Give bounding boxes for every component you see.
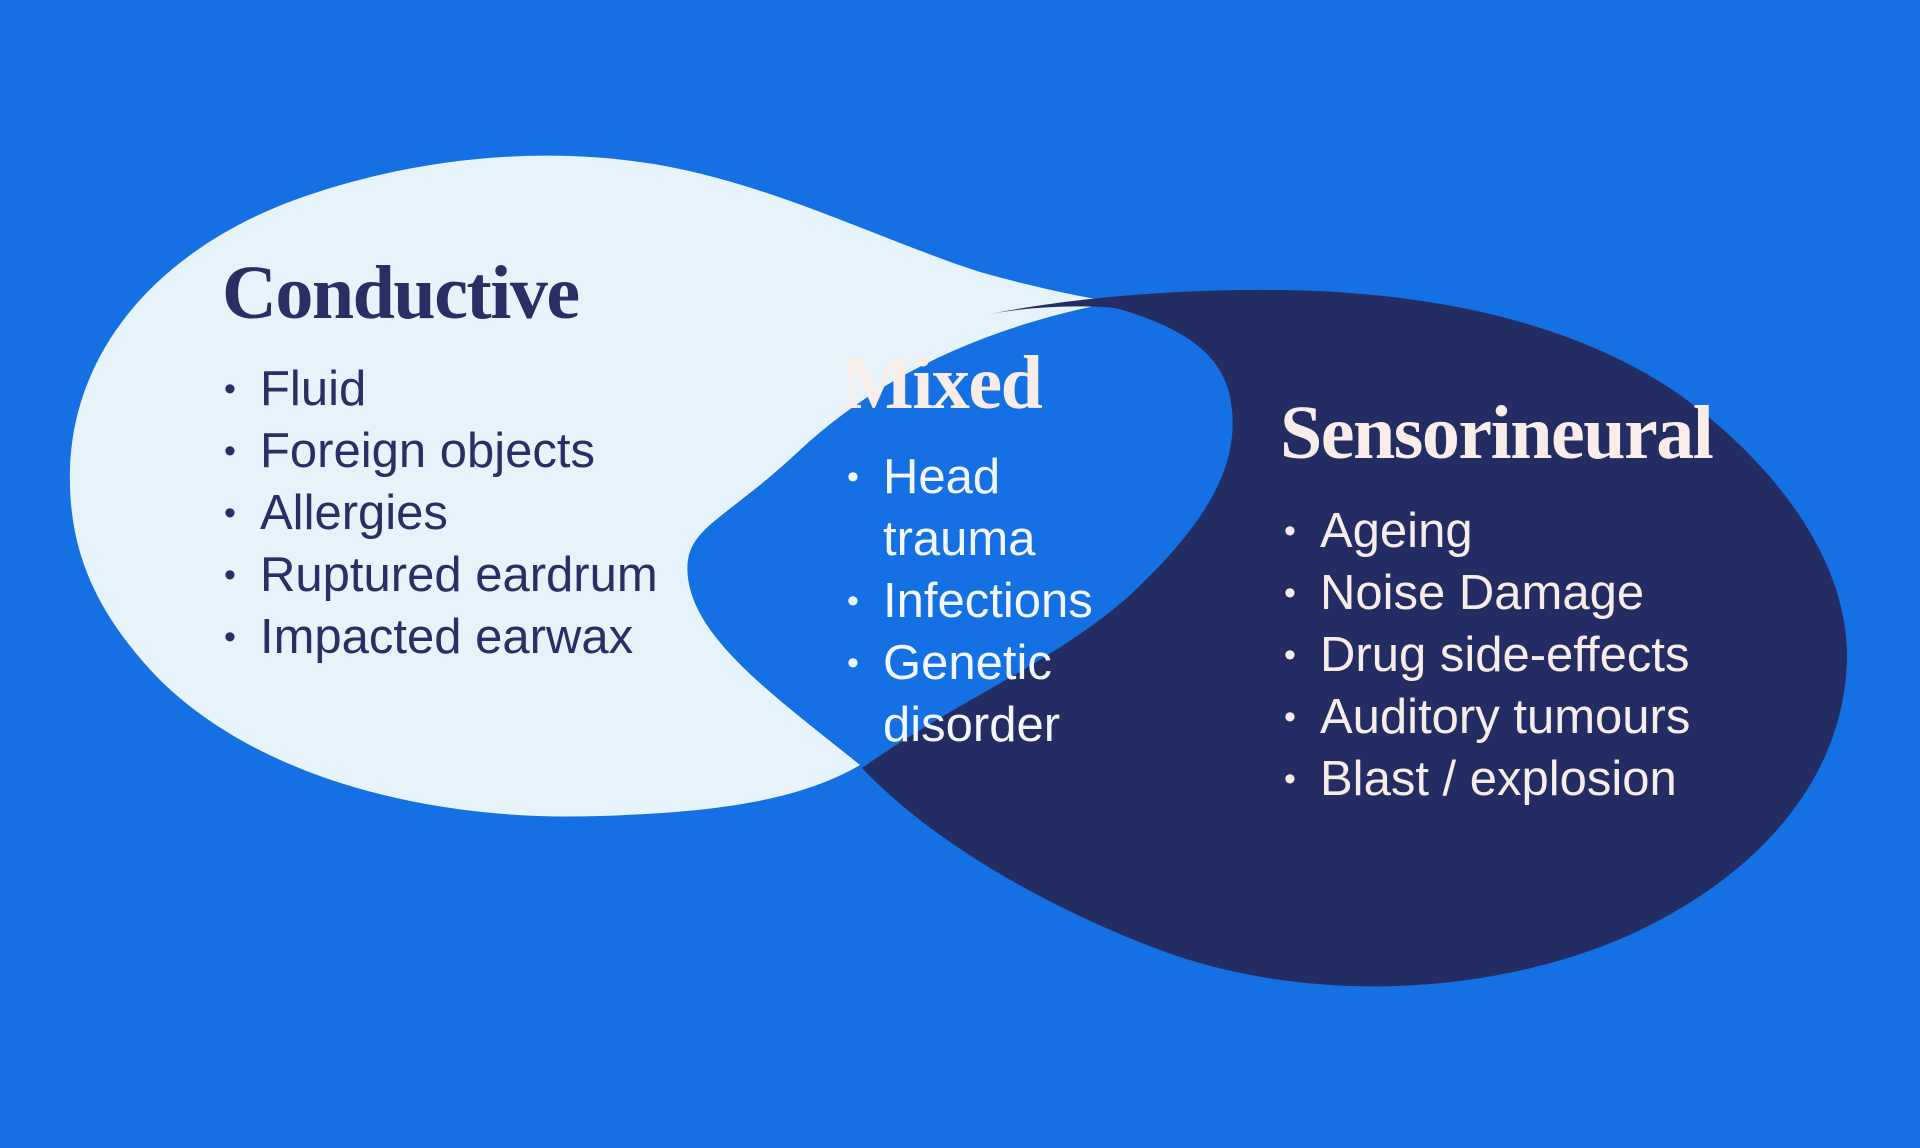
list-item-label: Blast / explosion bbox=[1320, 752, 1677, 806]
conductive-blob bbox=[69, 155, 1115, 817]
bullet-dot-icon: • bbox=[224, 432, 236, 470]
section-conductive: Conductive • Fluid • Foreign objects • Allerg… bbox=[222, 251, 658, 664]
bullet-dot-icon: • bbox=[847, 582, 859, 620]
sensorineural-title: Sensorineural bbox=[1280, 391, 1714, 475]
list-item: • Allergies bbox=[224, 482, 784, 544]
list-item-label: Noise Damage bbox=[1320, 566, 1645, 620]
list-item-label: Auditory tumours bbox=[1320, 690, 1691, 744]
section-mixed-overlap: Mixed • Head trauma • Infections • Genetic di… bbox=[842, 341, 1093, 752]
sensorineural-list: • Ageing • Noise Damage • Drug side-effects • A… bbox=[1284, 500, 1754, 810]
list-item-label: Genetic disorder bbox=[883, 636, 1061, 752]
bullet-dot-icon: • bbox=[847, 458, 859, 496]
list-item-label: Foreign objects bbox=[260, 424, 596, 478]
list-item-label: Ageing bbox=[1320, 504, 1473, 558]
list-item: • Noise Damage bbox=[1284, 562, 1754, 624]
list-item-label: Infections bbox=[883, 574, 1093, 628]
bullet-dot-icon: • bbox=[1284, 574, 1296, 612]
bullet-dot-icon: • bbox=[224, 370, 236, 408]
list-item: • Ruptured eardrum bbox=[224, 544, 784, 606]
list-item: • Impacted earwax bbox=[224, 606, 784, 668]
list-item-label: Allergies bbox=[260, 486, 448, 540]
conductive-list: • Fluid • Foreign objects • Allergies • Rupture… bbox=[224, 358, 784, 668]
list-item: • Blast / explosion bbox=[1284, 748, 1754, 810]
bullet-dot-icon: • bbox=[1284, 760, 1296, 798]
bullet-dot-icon: • bbox=[1284, 512, 1296, 550]
bullet-dot-icon: • bbox=[847, 644, 859, 682]
list-item: • Infections bbox=[847, 570, 1157, 632]
list-item-label: Drug side-effects bbox=[1320, 628, 1690, 682]
list-item-label: Impacted earwax bbox=[260, 610, 634, 664]
bullet-dot-icon: • bbox=[1284, 698, 1296, 736]
list-item: • Drug side-effects bbox=[1284, 624, 1754, 686]
conductive-title: Conductive bbox=[222, 251, 580, 335]
list-item-label: Fluid bbox=[260, 362, 367, 416]
mixed-title: Mixed bbox=[842, 341, 1043, 425]
sensorineural-blob bbox=[862, 289, 1848, 987]
mixed-list: • Head trauma • Infections • Genetic disorder bbox=[847, 446, 1157, 756]
list-item-label: Head trauma bbox=[883, 450, 1036, 566]
list-item: • Head trauma bbox=[847, 446, 1157, 570]
bullet-dot-icon: • bbox=[1284, 636, 1296, 674]
list-item-label: Ruptured eardrum bbox=[260, 548, 658, 602]
list-item: • Genetic disorder bbox=[847, 632, 1157, 756]
section-sensorineural: Sensorineural • Ageing • Noise Damage • Drug … bbox=[1280, 391, 1714, 806]
list-item: • Auditory tumours bbox=[1284, 686, 1754, 748]
list-item: • Ageing bbox=[1284, 500, 1754, 562]
list-item: • Fluid bbox=[224, 358, 784, 420]
bullet-dot-icon: • bbox=[224, 494, 236, 532]
list-item: • Foreign objects bbox=[224, 420, 784, 482]
bullet-dot-icon: • bbox=[224, 556, 236, 594]
bullet-dot-icon: • bbox=[224, 618, 236, 656]
